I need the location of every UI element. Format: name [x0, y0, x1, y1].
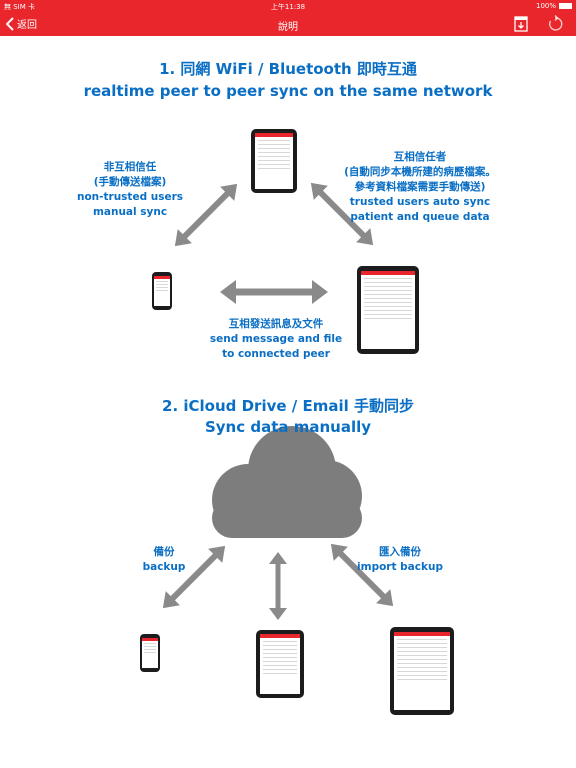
nav-bar: 返回 說明	[0, 12, 576, 36]
refresh-button[interactable]	[546, 15, 564, 33]
arrow-top-right-icon	[310, 182, 374, 246]
arrow-bottom-right-icon	[330, 543, 394, 607]
section2-title: 2. iCloud Drive / Email 手動同步	[162, 397, 414, 415]
book-button[interactable]	[512, 15, 530, 33]
chevron-left-icon	[6, 16, 14, 31]
arrow-horizontal-icon	[220, 280, 328, 304]
backup-label: 備份 backup	[142, 546, 186, 573]
trusted-label: 互相信任者 (自動同步本機所建的病歷檔案。 參考資料檔案需要手動傳送) trus…	[344, 151, 496, 223]
carrier-text: 無 SIM 卡	[4, 3, 35, 11]
tablet-device-top	[251, 129, 297, 193]
phone-device-left	[152, 272, 172, 310]
tablet-device-right	[357, 266, 419, 354]
send-message-label: 互相發送訊息及文件 send message and file to conne…	[209, 318, 343, 360]
arrow-bottom-left-icon	[162, 545, 226, 609]
section2-subtitle: Sync data manually	[204, 418, 372, 436]
section1-title: 1. 同網 WiFi / Bluetooth 即時互通	[159, 60, 417, 78]
status-bar: 無 SIM 卡 上午11:38 100%	[0, 0, 576, 12]
battery-text: 100%	[535, 2, 556, 10]
back-button[interactable]: 返回	[6, 16, 37, 31]
book-icon	[514, 16, 528, 32]
cloud-icon	[212, 426, 362, 538]
back-label: 返回	[17, 20, 37, 31]
battery-icon	[559, 3, 572, 9]
status-time: 上午11:38	[270, 3, 306, 11]
non-trusted-label: 非互相信任 (手動傳送檔案) non-trusted users manual …	[76, 161, 184, 218]
refresh-icon	[549, 15, 563, 31]
import-backup-label: 匯入備份 import backup	[357, 546, 443, 573]
arrow-bottom-center-icon	[269, 552, 287, 620]
phone-device-bottom	[140, 634, 160, 672]
arrow-top-left-icon	[174, 183, 238, 247]
page-title: 說明	[278, 22, 298, 33]
tablet-device-bottom-right	[390, 627, 454, 715]
section1-subtitle: realtime peer to peer sync on the same n…	[83, 82, 493, 100]
tablet-device-bottom-center	[256, 630, 304, 698]
